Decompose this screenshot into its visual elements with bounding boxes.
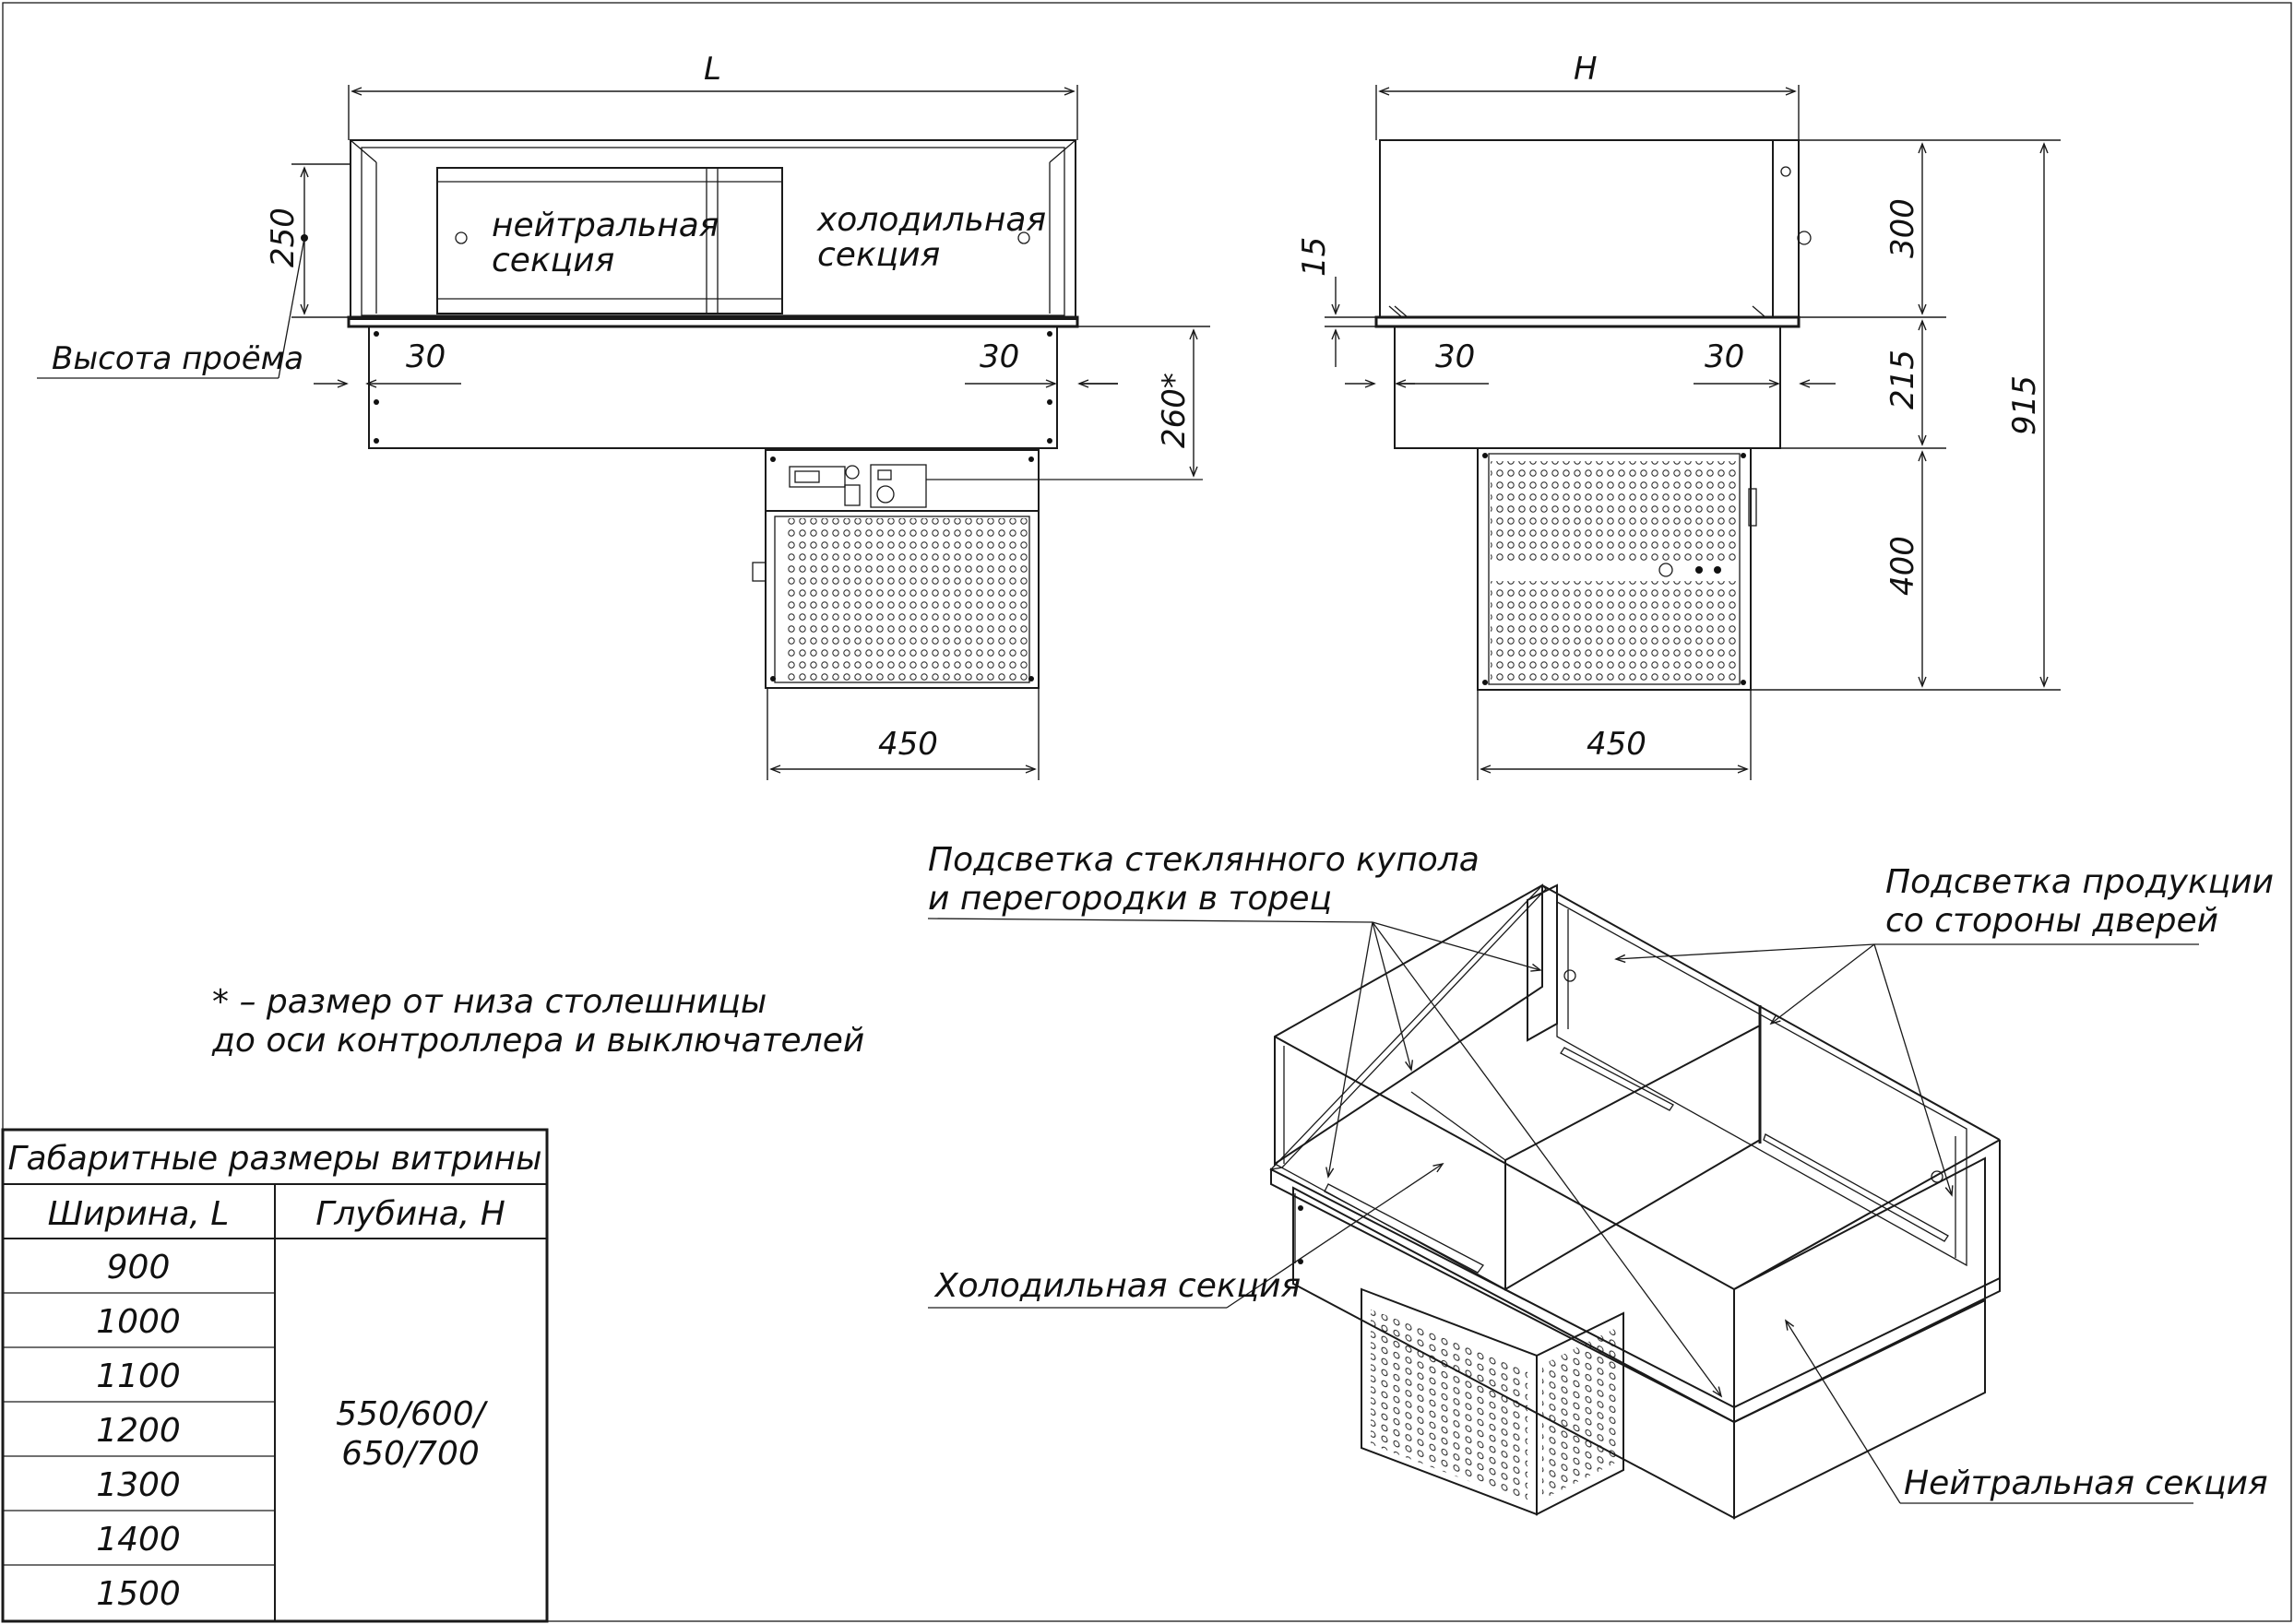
isometric-view: Подсветка стеклянного купола и перегород… (927, 841, 2274, 1520)
label-glass-light-line1: Подсветка стеклянного купола (928, 841, 1480, 879)
table-width-row: 1500 (96, 1575, 181, 1613)
table-width-row: 1300 (96, 1466, 181, 1504)
label-product-light-line1: Подсветка продукции (1885, 863, 2274, 901)
dim-215: 215 (1884, 350, 1921, 409)
dim-15: 15 (1296, 237, 1333, 277)
dim-left-offset: 30 (406, 338, 446, 375)
label-cold-line1: холодильная (816, 201, 1046, 239)
footnote-line1: * – размер от низа столешницы (212, 983, 767, 1021)
table-width-row: 1400 (96, 1521, 181, 1559)
label-neutral-line2: секция (492, 242, 614, 279)
label-opening-height: Высота проёма (52, 340, 303, 377)
side-dim-right-offset: 30 (1705, 338, 1744, 375)
footnote-line2: до оси контроллера и выключателей (211, 1022, 864, 1060)
side-view: H 30 30 15 (1296, 51, 2061, 780)
table-header-depth: Глубина, H (315, 1195, 505, 1233)
dim-depth-label: H (1574, 51, 1598, 88)
label-product-light-line2: со стороны дверей (1885, 902, 2218, 940)
side-dim-left-offset: 30 (1435, 338, 1475, 375)
dim-300: 300 (1884, 198, 1921, 258)
label-cold-section: Холодильная секция (933, 1267, 1301, 1305)
dim-right-offset: 30 (980, 338, 1019, 375)
table-depth-value-line1: 550/600/ (336, 1395, 489, 1433)
label-neutral-line1: нейтральная (492, 207, 719, 244)
side-dim-width: 450 (1587, 726, 1646, 763)
label-glass-light-line2: и перегородки в торец (928, 880, 1332, 918)
table-title: Габаритные размеры витрины (7, 1140, 541, 1178)
dim-400: 400 (1884, 536, 1921, 596)
table-width-row: 1000 (96, 1303, 181, 1341)
dim-opening-height: 250 (265, 207, 302, 267)
table-width-row: 1100 (96, 1357, 181, 1395)
table-header-width: Ширина, L (48, 1195, 230, 1233)
table-width-row: 1200 (96, 1412, 181, 1450)
dim-front-width: 450 (878, 726, 938, 763)
front-view: L нейтральная секция холодильная секция (37, 51, 1210, 780)
dim-controller-height: 260* (1156, 373, 1193, 448)
label-cold-line2: секция (817, 236, 940, 274)
dim-915: 915 (2006, 375, 2043, 435)
label-neutral-section: Нейтральная секция (1904, 1464, 2268, 1502)
dim-length-label: L (704, 51, 721, 88)
table-depth-value-line2: 650/700 (341, 1435, 480, 1473)
table-width-row: 900 (107, 1249, 171, 1286)
size-table: Габаритные размеры витрины Ширина, L Глу… (1, 1128, 549, 1623)
